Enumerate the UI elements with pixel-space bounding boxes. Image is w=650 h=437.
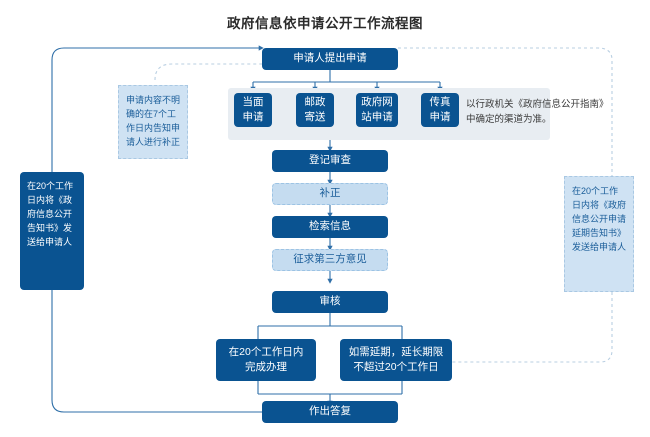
node-channel-fax[interactable]: 传真 申请 <box>421 93 459 127</box>
node-step-search-info[interactable]: 检索信息 <box>272 216 388 238</box>
node-end-reply[interactable]: 作出答复 <box>262 401 398 423</box>
node-channel-website[interactable]: 政府网 站申请 <box>356 93 398 127</box>
note-right-callout: 在20个工作日内将《政府信息公开申请延期告知书》发送给申请人 <box>564 176 634 292</box>
channel-annotation: 以行政机关《政府信息公开指南》 中确定的渠道为准。 <box>466 99 609 126</box>
node-step-review[interactable]: 审核 <box>272 291 388 313</box>
node-step-correction[interactable]: 补正 <box>272 183 388 205</box>
page-title: 政府信息依申请公开工作流程图 <box>227 16 423 31</box>
node-branch-complete-in-20-days[interactable]: 在20个工作日内 完成办理 <box>216 339 316 381</box>
note-correction: 申请内容不明确的在7个工作日内告知申请人进行补正 <box>118 85 188 159</box>
node-channel-in-person[interactable]: 当面 申请 <box>234 93 272 127</box>
node-step-registration-review[interactable]: 登记审查 <box>272 150 388 172</box>
node-branch-extension[interactable]: 如需延期，延长期限 不超过20个工作日 <box>340 339 452 381</box>
node-start[interactable]: 申请人提出申请 <box>262 48 398 70</box>
note-left-callout: 在20个工作日内将《政府信息公开告知书》发送给申请人 <box>20 172 84 290</box>
node-step-third-party-opinion[interactable]: 征求第三方意见 <box>272 249 388 271</box>
node-channel-postal[interactable]: 邮政 寄送 <box>296 93 334 127</box>
